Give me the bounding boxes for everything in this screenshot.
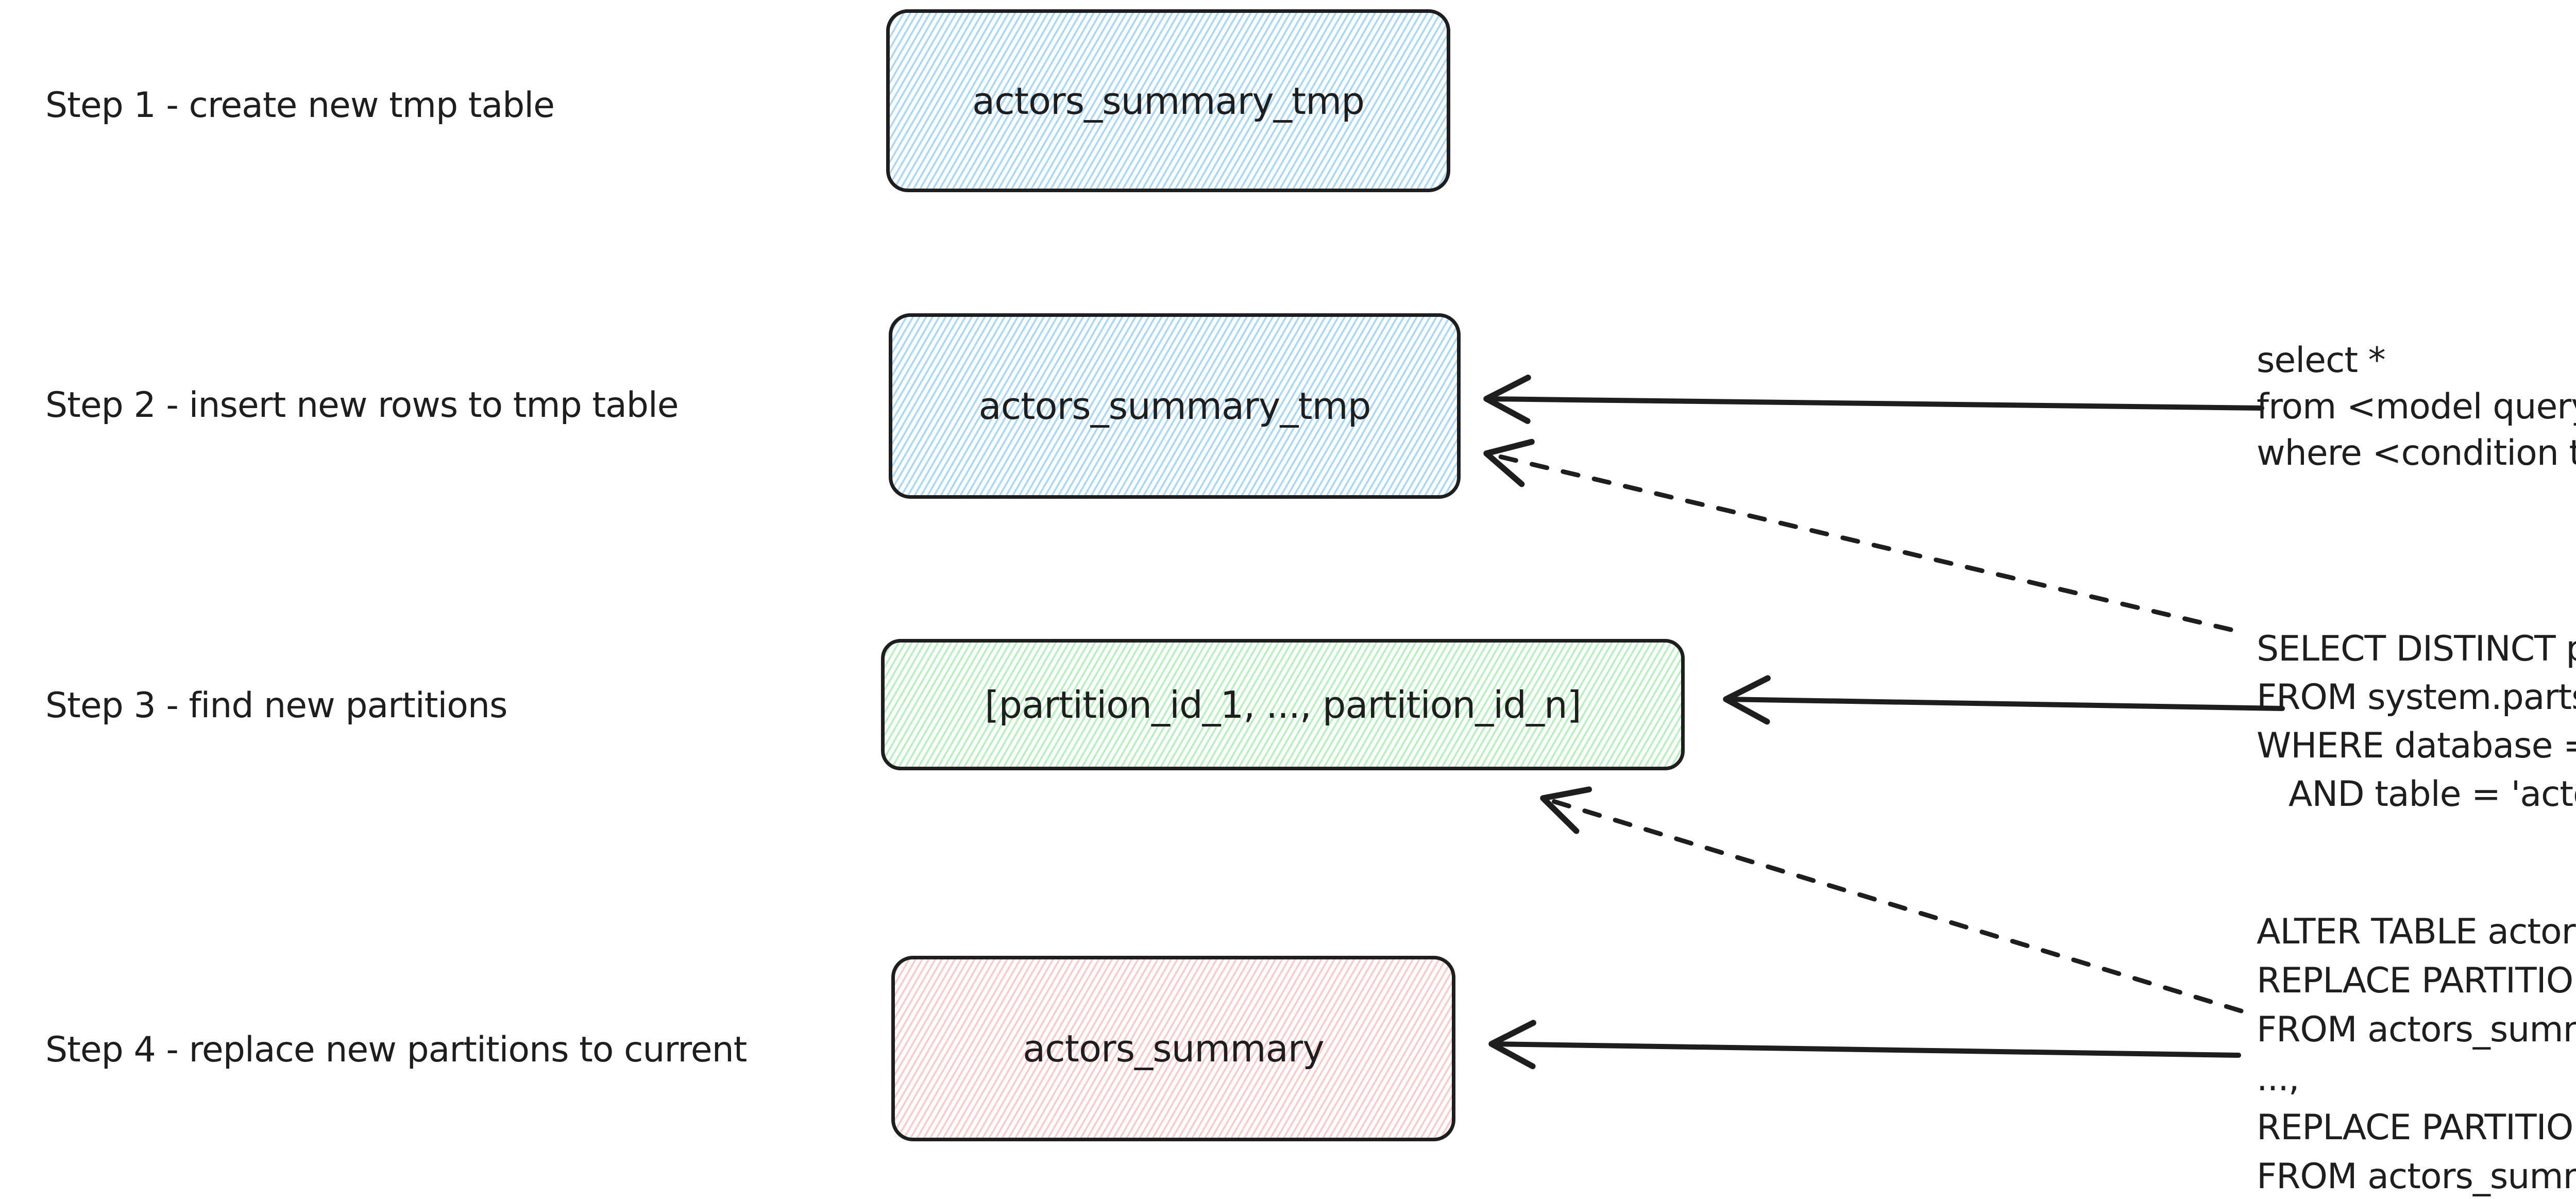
insert-query-text: select * from <model query> where <condi… (2257, 337, 2576, 477)
node-actors-summary-label: actors_summary (1023, 1027, 1325, 1070)
node-tmp-table-step1-label: actors_summary_tmp (972, 79, 1365, 123)
arrow-replace-sql-to-summary-box (1488, 1020, 2241, 1070)
step-4-label: Step 4 - replace new partitions to curre… (45, 1029, 747, 1070)
sql-line: ALTER TABLE actors_summary (2257, 911, 2576, 952)
node-actors-summary: actors_summary (891, 956, 1455, 1141)
sql-line: ..., (2257, 1058, 2299, 1099)
sql-line: WHERE database = <database> (2257, 725, 2576, 766)
dashed-arrow-replace-sql-to-partitions-box (1540, 786, 2244, 1014)
sql-line: select * (2257, 340, 2386, 381)
node-tmp-table-step2: actors_summary_tmp (889, 313, 1461, 499)
dashed-arrow-find-sql-to-tmp-box (1483, 438, 2233, 632)
sql-line: SELECT DISTINCT partition_id (2257, 629, 2576, 669)
sql-line: where <condition to identify new> (2257, 433, 2576, 474)
sql-line: REPLACE PARTITION partition_id_n (2257, 1107, 2576, 1148)
node-tmp-table-step2-label: actors_summary_tmp (978, 384, 1371, 428)
step-3-label: Step 3 - find new partitions (45, 685, 507, 726)
node-partition-list-label: [partition_id_1, ..., partition_id_n] (985, 683, 1581, 727)
arrow-find-sql-to-partitions-box (1723, 675, 2285, 725)
sql-line: from <model query> (2257, 386, 2576, 427)
find-partitions-query-text: SELECT DISTINCT partition_id FROM system… (2257, 625, 2576, 819)
sql-line: FROM actors_summary_tmp, (2257, 1009, 2576, 1050)
node-partition-list: [partition_id_1, ..., partition_id_n] (881, 639, 1685, 770)
sql-line: AND table = 'actors_summary_tmp' (2288, 774, 2576, 815)
sql-line: FROM system.parts (2257, 677, 2576, 718)
sql-line: FROM actors_summary_tmp, (2257, 1156, 2576, 1197)
replace-partitions-query-text: ALTER TABLE actors_summary REPLACE PARTI… (2257, 907, 2576, 1199)
sql-line: REPLACE PARTITION partition_id_1 (2257, 960, 2576, 1001)
node-tmp-table-step1: actors_summary_tmp (886, 9, 1450, 192)
arrow-insert-sql-to-tmp-box (1483, 375, 2264, 424)
step-2-label: Step 2 - insert new rows to tmp table (45, 385, 679, 426)
step-1-label: Step 1 - create new tmp table (45, 85, 555, 126)
